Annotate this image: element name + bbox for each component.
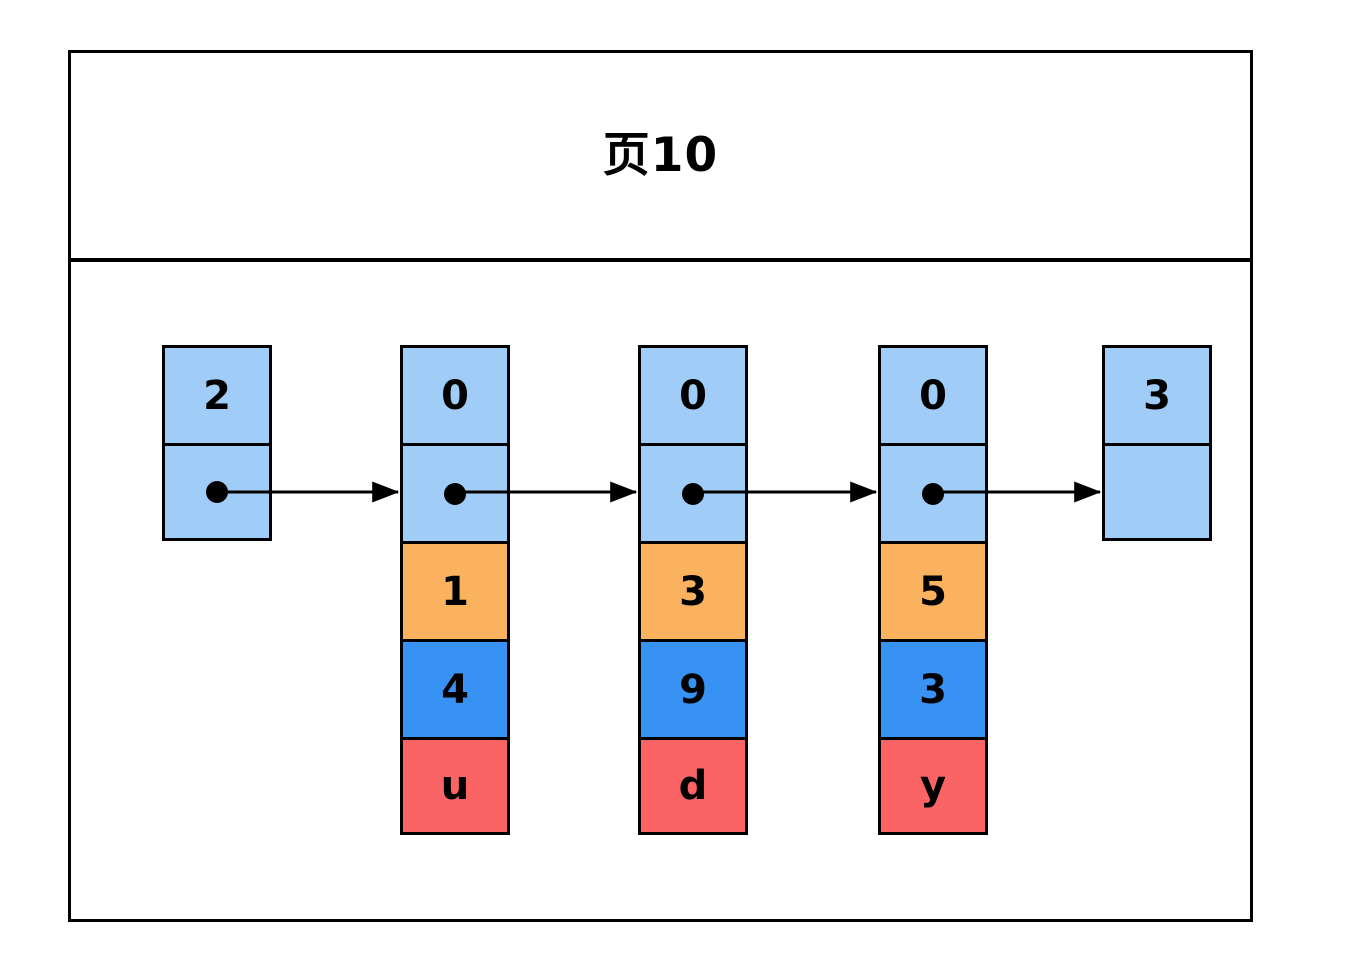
node-5-value-cell: 3	[1102, 345, 1212, 443]
pointer-dot-icon	[206, 481, 228, 503]
node-5-empty-cell	[1102, 443, 1212, 541]
node-3-pointer-cell	[638, 443, 748, 541]
node-4-value-label: 0	[919, 372, 947, 419]
node-2-pointer-cell	[400, 443, 510, 541]
node-3-data-label-2: 9	[679, 666, 707, 713]
node-3-data-label-1: 3	[679, 568, 707, 615]
title-band: 页10	[71, 53, 1250, 262]
node-3-value-cell: 0	[638, 345, 748, 443]
page-title: 页10	[602, 128, 719, 183]
node-3-data-cell-2: 9	[638, 639, 748, 737]
node-4-data-label-1: 5	[919, 568, 947, 615]
pointer-dot-icon	[682, 482, 704, 505]
node-4-data-cell-3: y	[878, 737, 988, 835]
node-2-data-label-1: 1	[441, 568, 469, 615]
node-2-data-label-3: u	[440, 763, 470, 809]
list-node-3[interactable]: 0 3 9 d	[638, 345, 748, 835]
node-3-data-cell-3: d	[638, 737, 748, 835]
node-4-data-label-2: 3	[919, 666, 947, 713]
node-2-data-label-2: 4	[441, 666, 469, 713]
node-1-value-cell: 2	[162, 345, 272, 443]
pointer-dot-icon	[444, 482, 466, 505]
node-4-data-label-3: y	[919, 763, 947, 809]
node-4-pointer-cell	[878, 443, 988, 541]
list-node-5[interactable]: 3	[1102, 345, 1212, 541]
list-node-4[interactable]: 0 5 3 y	[878, 345, 988, 835]
node-4-value-cell: 0	[878, 345, 988, 443]
pointer-dot-icon	[922, 482, 944, 505]
node-4-data-cell-1: 5	[878, 541, 988, 639]
node-1-value-label: 2	[203, 372, 231, 419]
node-4-data-cell-2: 3	[878, 639, 988, 737]
node-3-value-label: 0	[679, 372, 707, 419]
node-1-pointer-cell	[162, 443, 272, 541]
node-2-value-cell: 0	[400, 345, 510, 443]
node-2-value-label: 0	[441, 372, 469, 419]
node-3-data-label-3: d	[678, 763, 708, 809]
node-2-data-cell-1: 1	[400, 541, 510, 639]
list-node-1[interactable]: 2	[162, 345, 272, 541]
node-5-value-label: 3	[1143, 372, 1171, 419]
node-2-data-cell-3: u	[400, 737, 510, 835]
node-3-data-cell-1: 3	[638, 541, 748, 639]
list-node-2[interactable]: 0 1 4 u	[400, 345, 510, 835]
node-2-data-cell-2: 4	[400, 639, 510, 737]
